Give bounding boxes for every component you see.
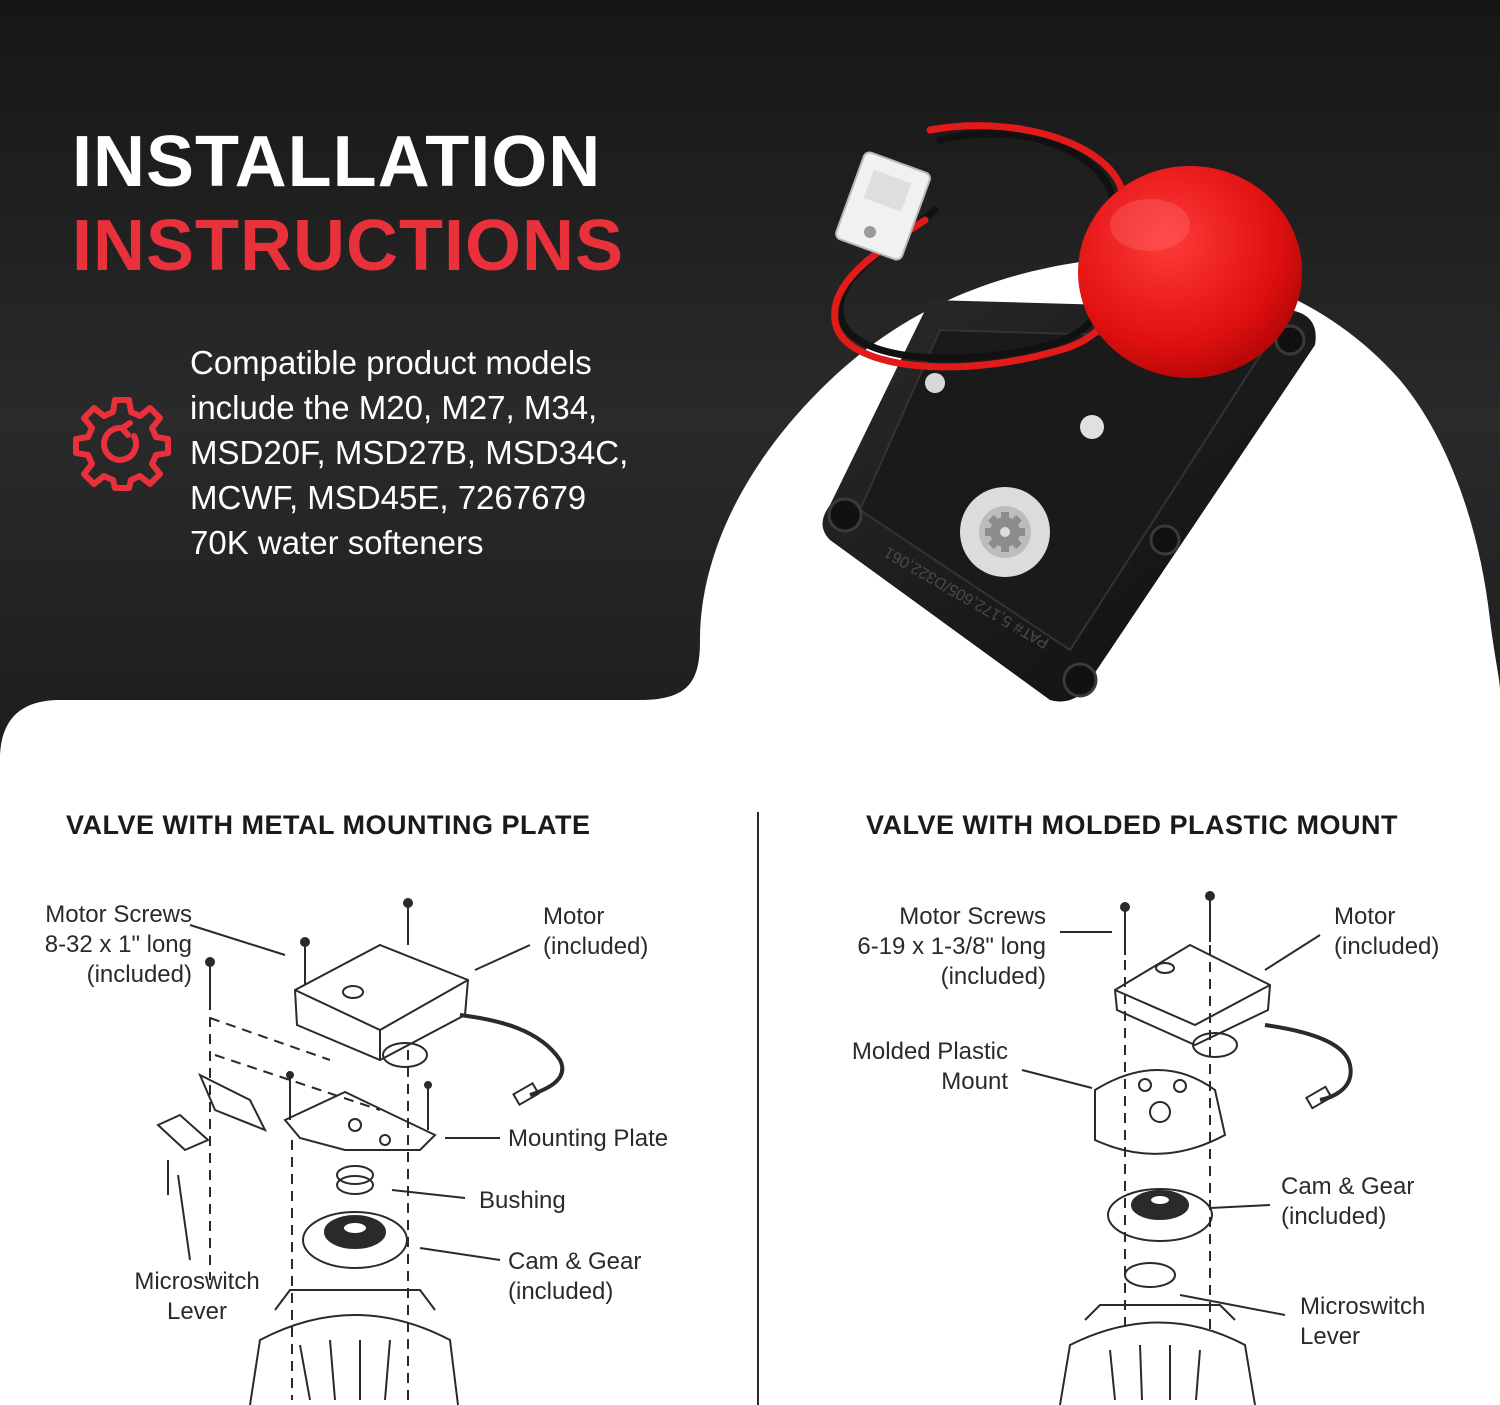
- left-mounting-plate-label: Mounting Plate: [508, 1125, 669, 1152]
- title-line2: INSTRUCTIONS: [72, 206, 624, 286]
- connector: [835, 151, 931, 261]
- compat-line: Compatible product models: [190, 344, 592, 381]
- right-mount-label: Molded Plastic Mount: [851, 1038, 1008, 1095]
- motor-housing: PAT# 5,172,605/D322,061: [822, 300, 1316, 702]
- left-motor-label: Motor (included): [543, 903, 649, 960]
- right-cam-gear: [1107, 1188, 1213, 1242]
- red-knob: [1078, 166, 1302, 378]
- title-line1: INSTALLATION: [72, 122, 602, 202]
- left-cam-gear-label: Cam & Gear (included): [508, 1248, 642, 1305]
- left-cam-gear: [302, 1211, 408, 1269]
- diagram-left-title: VALVE WITH METAL MOUNTING PLATE: [66, 810, 591, 840]
- compat-line: MSD20F, MSD27B, MSD34C,: [190, 434, 629, 471]
- left-valve: [249, 1289, 459, 1405]
- right-valve: [1059, 1304, 1256, 1405]
- compatibility-text: Compatible product models include the M2…: [190, 340, 710, 565]
- gear-tooth: [1001, 512, 1009, 520]
- diagram-right-title: VALVE WITH MOLDED PLASTIC MOUNT: [866, 810, 1398, 840]
- divider: [757, 812, 759, 1405]
- right-guides: [1124, 945, 1211, 1330]
- right-cam-gear-label: Cam & Gear (included): [1281, 1173, 1415, 1230]
- left-mounting-plate: [156, 1071, 437, 1195]
- wires: [831, 122, 1134, 371]
- left-leader-lines: [177, 924, 531, 1261]
- left-bushing: [336, 1165, 374, 1195]
- right-leader-lines: [1021, 931, 1321, 1316]
- right-molded-mount: [1094, 1069, 1227, 1155]
- gear-icon: [73, 397, 171, 491]
- right-microswitch-label: Microswitch Lever: [1300, 1293, 1426, 1350]
- left-screws: [205, 898, 413, 1000]
- right-motor-screws-label: Motor Screws 6-19 x 1-3/8" long (include…: [857, 903, 1046, 990]
- right-motor: [1113, 943, 1353, 1110]
- gear-tooth: [1017, 528, 1025, 536]
- left-microswitch-label: Microswitch Lever: [134, 1268, 260, 1325]
- gear-tooth: [985, 528, 993, 536]
- left-guides: [209, 1000, 409, 1400]
- right-motor-label: Motor (included): [1334, 903, 1440, 960]
- compat-line: include the M20, M27, M34,: [190, 389, 598, 426]
- left-motor-screws-label: Motor Screws 8-32 x 1" long (included): [44, 901, 192, 988]
- left-bushing-label: Bushing: [479, 1187, 566, 1214]
- compat-line: MCWF, MSD45E, 7267679: [190, 479, 587, 516]
- right-microswitch: [1124, 1262, 1176, 1288]
- left-motor: [293, 943, 565, 1107]
- compat-line: 70K water softeners: [190, 524, 484, 561]
- right-screws: [1120, 891, 1215, 955]
- gear-tooth: [1001, 544, 1009, 552]
